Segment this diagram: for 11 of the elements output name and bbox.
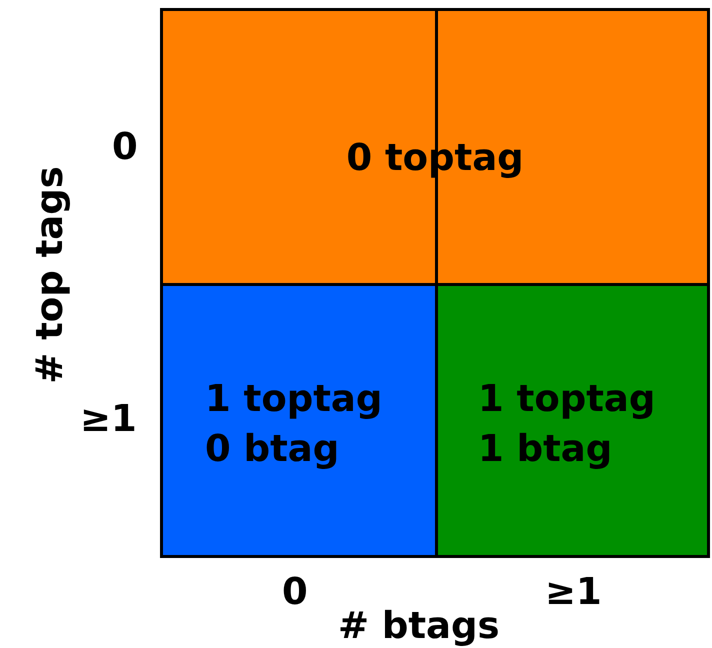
cell-label: 1 toptag 0 btag <box>205 376 384 472</box>
axis-tick-label: 0 <box>112 125 138 169</box>
axis-tick-label: ≥1 <box>545 570 602 614</box>
region-cell <box>160 8 710 286</box>
region-cell <box>160 283 438 558</box>
axis-title: # btags <box>338 604 500 648</box>
axis-title: # top tags <box>28 166 72 384</box>
axis-tick-label: ≥1 <box>80 397 137 441</box>
axis-tick-label: 0 <box>282 570 308 614</box>
region-cell <box>435 283 710 558</box>
cell-label: 1 toptag 1 btag <box>478 376 656 472</box>
